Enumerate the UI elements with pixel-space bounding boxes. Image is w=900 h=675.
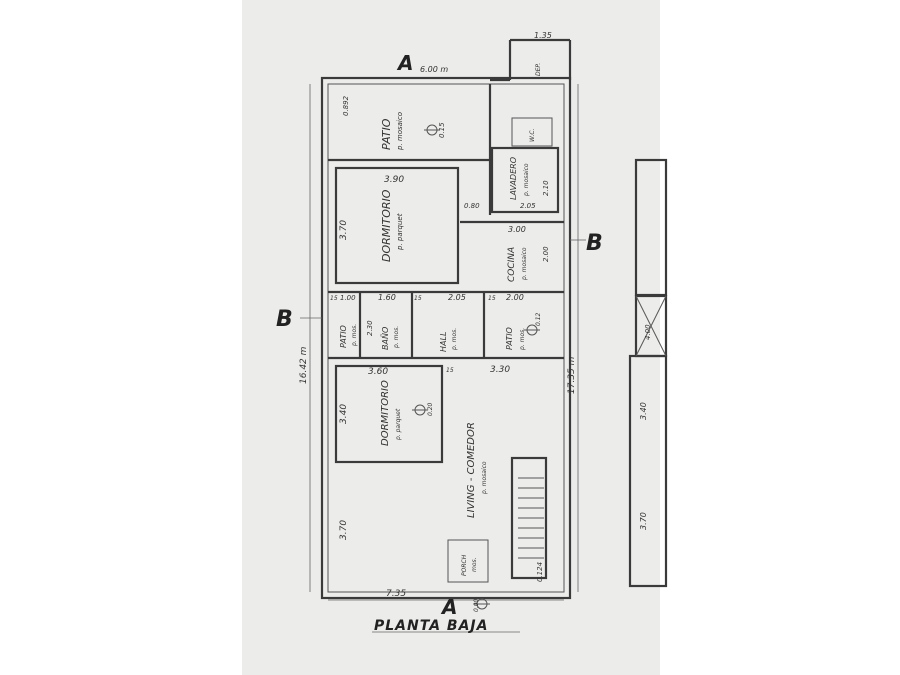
floor-lavadero: p. mosaico — [523, 163, 530, 197]
plan-photo — [242, 0, 660, 675]
stair-treads — [518, 477, 544, 559]
room-hall: HALL — [439, 332, 448, 352]
section-b-left: B — [276, 307, 293, 332]
plan-title: PLANTA BAJA — [374, 618, 488, 634]
dim-living-h: 3.70 — [339, 520, 349, 540]
dim-dorm2-h: 3.40 — [339, 404, 349, 424]
dim-dorm1-h: 3.70 — [339, 220, 349, 240]
dim-hall-w: 2.05 — [448, 293, 466, 302]
dim-15b: 15 — [414, 295, 422, 302]
right-dim-370: 3.70 — [639, 512, 648, 530]
floor-patio-top: p. mosaico — [396, 112, 404, 151]
dorm2-walls — [334, 364, 444, 464]
floor-patio-mid: p. mos. — [519, 328, 526, 351]
dim-depth-left: 16.42 m — [299, 346, 309, 384]
level-entry: 0.00 — [473, 598, 480, 612]
dim-lavadero-h: 2.10 — [542, 180, 550, 196]
floor-bano: p. mos. — [393, 326, 400, 349]
floor-hall: p. mos. — [451, 328, 458, 351]
floor-patio-small: p. mos. — [351, 324, 358, 347]
dim-overall-width: 7.35 — [386, 589, 406, 599]
room-patio-mid: PATIO — [505, 327, 514, 350]
section-a-bottom: A — [440, 595, 457, 619]
room-dep: DEP. — [535, 63, 542, 76]
level-dorm2: 0.20 — [427, 402, 434, 416]
floor-living: p. mosaico — [481, 461, 488, 495]
room-patio-small: PATIO — [339, 325, 348, 348]
level-patio-top: 0.15 — [438, 122, 446, 138]
lavadero-walls — [490, 146, 560, 214]
level-marker-entry — [474, 598, 490, 610]
dim-lavadero-w: 2.05 — [520, 202, 536, 210]
right-plan — [628, 158, 668, 588]
room-wc: W.C. — [529, 128, 536, 142]
dim-dorm2-w: 3.60 — [368, 367, 388, 377]
floor-dorm2: p. parquet — [395, 408, 402, 441]
porch-walls — [447, 539, 489, 583]
floor-dorm1: p. parquet — [396, 213, 404, 251]
room-dorm1: DORMITORIO — [380, 189, 393, 262]
dim-depth-right: 17.35 m — [567, 356, 577, 394]
dim-dorm1-w: 3.90 — [384, 175, 404, 185]
room-bano: BAÑO — [380, 327, 390, 350]
inner-wall-line — [327, 83, 565, 593]
wc-walls — [511, 117, 553, 147]
room-living: LIVING - COMEDOR — [466, 422, 477, 518]
room-lavadero: LAVADERO — [509, 157, 518, 200]
dim-cocina-w: 3.00 — [508, 225, 526, 234]
level-marker-patio — [424, 124, 440, 136]
dim-15a: 15 — [330, 295, 338, 302]
room-patio-top: PATIO — [380, 118, 393, 150]
dim-top-offset: 6.00 m — [420, 65, 448, 74]
floor-porch: mos. — [471, 557, 478, 572]
dim-15d: 15 — [446, 367, 454, 374]
dim-cocina-h: 2.00 — [542, 246, 550, 262]
level-marker-patio-mid — [524, 324, 540, 336]
dim-top-right: 1.35 — [534, 31, 552, 40]
dim-living-w: 3.30 — [490, 365, 510, 375]
section-b-right: B — [586, 231, 603, 256]
level-patio-mid: 0.12 — [535, 312, 542, 326]
right-dim-400: 4.00 — [644, 324, 652, 340]
dim-0892: 0.892 — [342, 95, 350, 116]
dim-bano-h: 2.30 — [366, 320, 374, 336]
dorm1-inner — [334, 166, 460, 285]
outer-wall — [320, 76, 572, 600]
room-porch: PORCH — [461, 554, 468, 576]
right-dim-340: 3.40 — [639, 402, 648, 420]
section-a-top: A — [396, 51, 413, 75]
room-cocina: COCINA — [507, 247, 517, 282]
dim-patio-mid-w: 2.00 — [506, 293, 524, 302]
room-dorm2: DORMITORIO — [380, 380, 391, 446]
dim-patio-small: 1.00 — [340, 294, 356, 302]
floor-cocina: p. mosaico — [521, 247, 528, 281]
level-marker-dorm2 — [412, 404, 428, 416]
dim-0124: 0.124 — [536, 562, 544, 582]
dim-080: 0.80 — [464, 202, 480, 210]
stair-walls — [510, 456, 548, 580]
dim-15c: 15 — [488, 295, 496, 302]
dim-bano-w: 1.60 — [378, 293, 396, 302]
